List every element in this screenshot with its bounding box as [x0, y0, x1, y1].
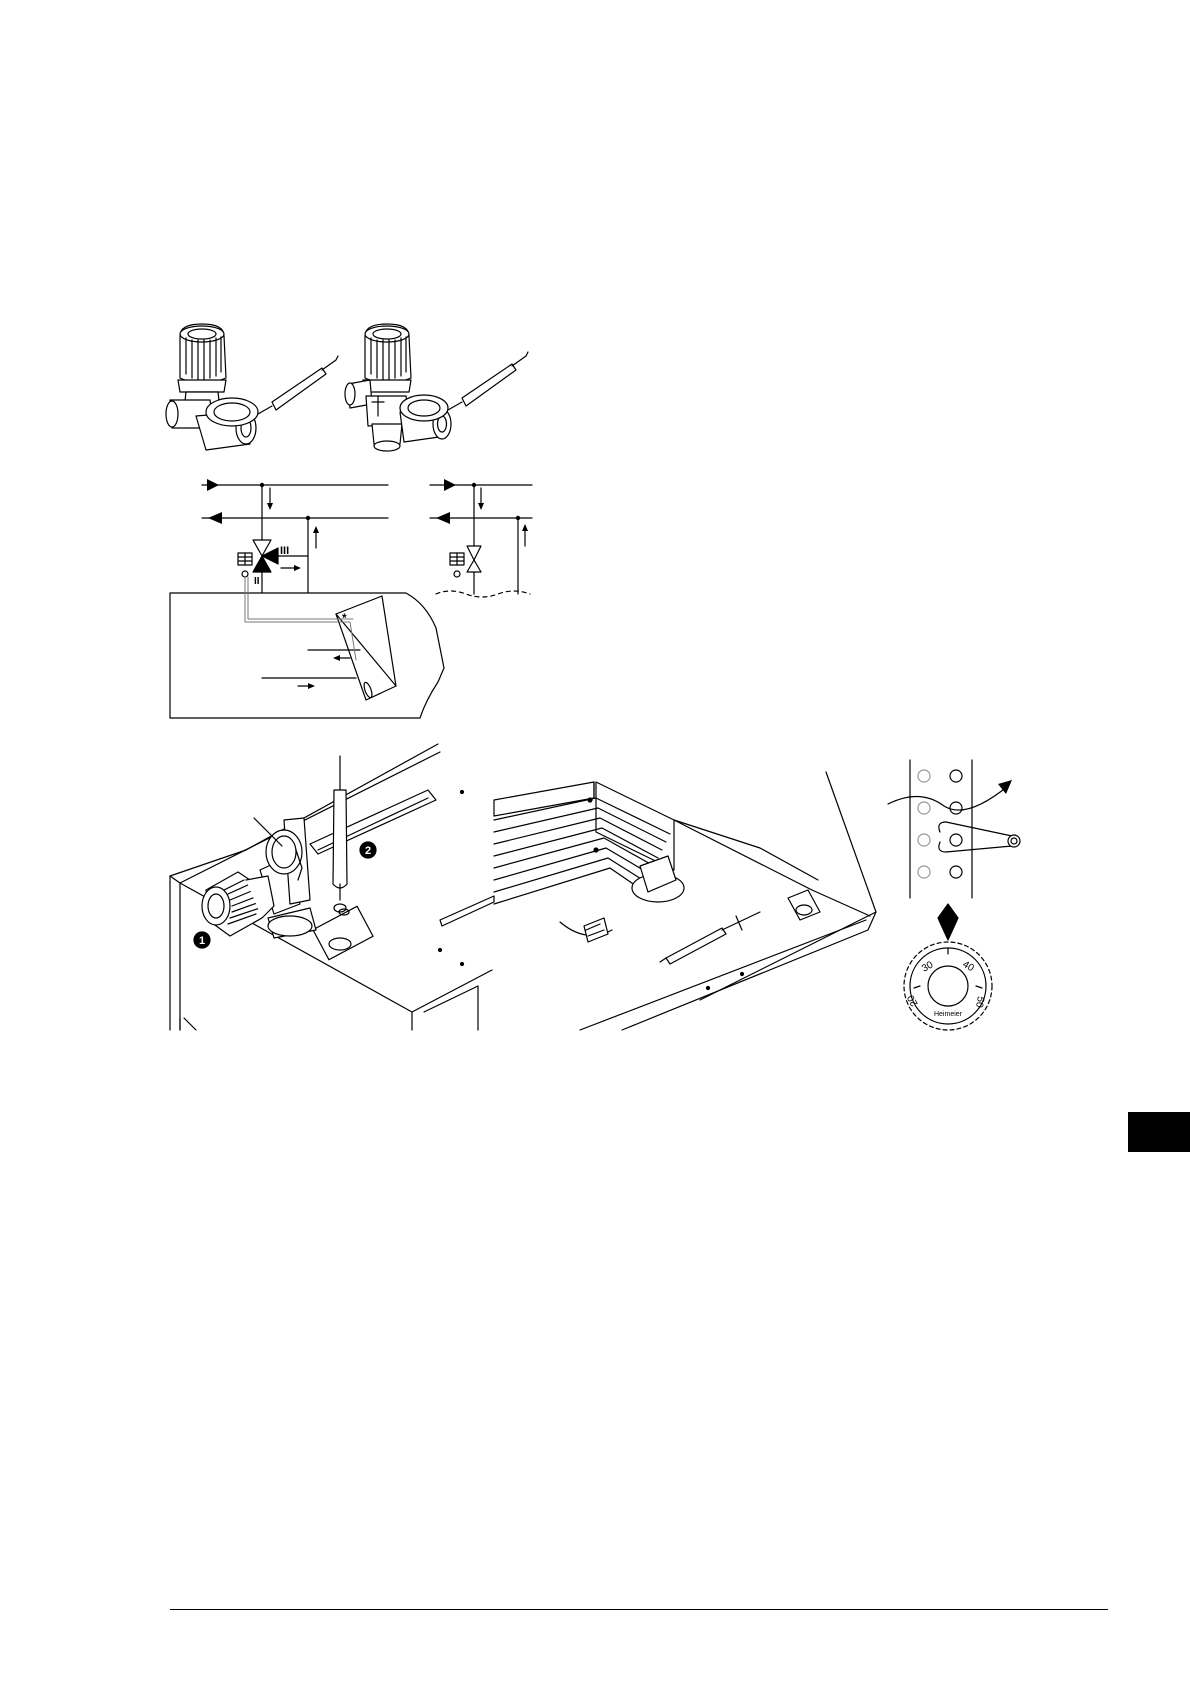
thermostatic-valve-straight-illustration [166, 324, 338, 450]
setting-dial-detail: 30 40 20 50 Heimeier [904, 904, 992, 1030]
hydraulic-schematic-straight [430, 479, 532, 597]
sensor-detail [888, 760, 1020, 898]
thermostatic-valve-three-way-illustration [345, 324, 528, 451]
circuit-label-top: III [280, 545, 289, 557]
dial-mark-20: 20 [905, 992, 920, 1008]
footer-rule [170, 1609, 1108, 1610]
svg-text:*: * [342, 611, 347, 625]
callout-2: 2 [365, 845, 371, 857]
dial-brand: Heimeier [934, 1011, 963, 1018]
callout-1: 1 [199, 935, 205, 947]
installation-view: 1 2 [170, 744, 876, 1030]
circuit-label-side: II [254, 576, 260, 587]
hydraulic-schematic-mixing: III II * [170, 479, 444, 718]
section-tab-marker [1128, 1112, 1190, 1152]
dial-mark-50: 50 [973, 995, 986, 1008]
